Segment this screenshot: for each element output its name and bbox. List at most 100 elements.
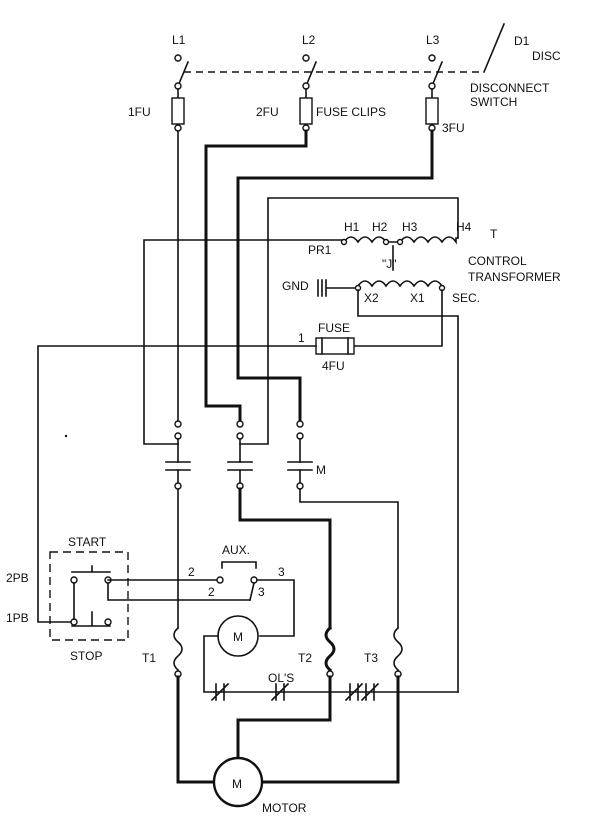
label-3b: 3 xyxy=(258,585,265,599)
label-l3: L3 xyxy=(426,33,440,47)
h1-terminal xyxy=(340,238,348,246)
pushbutton-internal-wiring xyxy=(73,582,251,620)
label-m-contact: M xyxy=(316,463,326,477)
t2-motor-lead xyxy=(236,675,332,760)
pushbutton-enclosure xyxy=(49,551,129,641)
transformer-h4-feed xyxy=(239,197,459,445)
fuse-1fu xyxy=(171,97,185,125)
l3-terminal xyxy=(428,54,436,62)
t1-heater xyxy=(173,626,183,672)
wire-3-jumper xyxy=(249,582,255,601)
label-motor-m: M xyxy=(232,777,242,791)
label-control: CONTROL xyxy=(468,254,527,268)
secondary-winding xyxy=(356,280,444,288)
t1-motor-lead xyxy=(176,675,218,784)
label-2a: 2 xyxy=(188,565,195,579)
label-start: START xyxy=(68,535,107,549)
label-fuse: FUSE xyxy=(318,321,350,335)
m-contact-1-load-terminal xyxy=(174,482,182,490)
label-wire-1: 1 xyxy=(298,331,305,345)
label-l2: L2 xyxy=(302,33,316,47)
t3-wire xyxy=(299,488,399,629)
t3-motor-lead xyxy=(260,675,400,784)
label-j: "J" xyxy=(382,257,397,271)
label-t1: T1 xyxy=(142,651,156,665)
label-coil-m: M xyxy=(233,630,243,644)
label-h1: H1 xyxy=(344,220,360,234)
m-contact-3-terminal-b xyxy=(296,432,304,440)
l2-blade xyxy=(304,60,318,88)
control-fuse: FUSE 4FU 1 xyxy=(37,321,355,623)
label-t2: T2 xyxy=(298,651,312,665)
label-motor: MOTOR xyxy=(262,801,307,815)
t3-heater xyxy=(393,626,403,672)
x1-fuse-wire xyxy=(353,289,443,347)
fuse-3fu xyxy=(425,97,439,125)
stop-terminal-right xyxy=(104,618,112,626)
1fu-load-terminal xyxy=(174,124,182,132)
l1-terminal xyxy=(174,54,182,62)
l2-terminal xyxy=(302,54,310,62)
label-2b: 2 xyxy=(208,585,215,599)
disconnect-switch: L1 L2 L3 D1 DISC DISCONNECT SWITCH xyxy=(172,22,561,109)
ground-symbol xyxy=(317,279,359,297)
aux-terminal-3 xyxy=(250,576,258,584)
m-contact-3-load-terminal xyxy=(296,482,304,490)
m-contact-1-terminal-b xyxy=(174,432,182,440)
ol-contacts xyxy=(210,682,380,702)
start-button xyxy=(71,565,111,573)
label-disconnect: DISCONNECT xyxy=(470,81,550,95)
fuse-2fu xyxy=(299,97,313,125)
label-d1: D1 xyxy=(514,34,530,48)
t2-heater xyxy=(324,625,336,673)
label-transformer: TRANSFORMER xyxy=(468,270,561,284)
m-contact-3-terminal-a xyxy=(296,420,304,428)
l3-wire xyxy=(236,129,434,422)
wire-3-to-coil xyxy=(256,579,295,637)
x2-return-wire xyxy=(357,289,459,693)
label-gnd: GND xyxy=(282,279,309,293)
pushbutton-station: START STOP 2PB 1PB xyxy=(6,535,251,663)
label-2fu: 2FU xyxy=(256,105,279,119)
label-t3: T3 xyxy=(364,651,378,665)
d1-handle xyxy=(482,22,506,74)
control-transformer: H1 H2 H3 H4 T PR1 CONTROL TRANSFORMER "J… xyxy=(282,220,561,693)
label-4fu: 4FU xyxy=(322,359,345,373)
stop-button xyxy=(71,611,111,627)
coil-to-ol-wire xyxy=(203,635,219,693)
label-aux: AUX. xyxy=(222,543,250,557)
label-1fu: 1FU xyxy=(128,105,151,119)
label-l1: L1 xyxy=(172,33,186,47)
main-contactor: M xyxy=(165,420,399,630)
l3-blade-terminal xyxy=(428,82,436,90)
overload-relays: T1 T2 T3 OL'S xyxy=(142,625,459,784)
power-fuses: 1FU 2FU 3FU FUSE CLIPS xyxy=(128,88,465,135)
label-fuse-clips: FUSE CLIPS xyxy=(316,105,386,119)
label-x2: X2 xyxy=(364,291,379,305)
label-disc: DISC xyxy=(532,49,561,63)
label-h2: H2 xyxy=(372,220,388,234)
stop-terminal-left xyxy=(70,618,78,626)
control-circuit: AUX. 2 3 2 3 M xyxy=(188,543,295,693)
motor: M MOTOR xyxy=(212,756,307,815)
label-h3: H3 xyxy=(402,220,418,234)
l2-blade-terminal xyxy=(302,82,310,90)
stray-dot xyxy=(64,434,68,438)
label-3a: 3 xyxy=(278,565,285,579)
label-ols: OL'S xyxy=(268,671,294,685)
l1-blade xyxy=(176,60,190,88)
label-stop: STOP xyxy=(70,649,102,663)
wire-1-to-stop xyxy=(37,345,317,623)
l2-wire xyxy=(204,129,308,422)
main-wiring xyxy=(143,129,459,445)
start-terminal-left xyxy=(70,576,78,584)
aux-terminal-2 xyxy=(216,576,224,584)
label-2pb: 2PB xyxy=(6,571,29,585)
label-3fu: 3FU xyxy=(442,121,465,135)
label-pr1: PR1 xyxy=(308,243,332,257)
label-h4: H4 xyxy=(456,220,472,234)
l1-blade-terminal xyxy=(174,82,182,90)
label-x1: X1 xyxy=(410,291,425,305)
m-contact-2-terminal-b xyxy=(236,432,244,440)
